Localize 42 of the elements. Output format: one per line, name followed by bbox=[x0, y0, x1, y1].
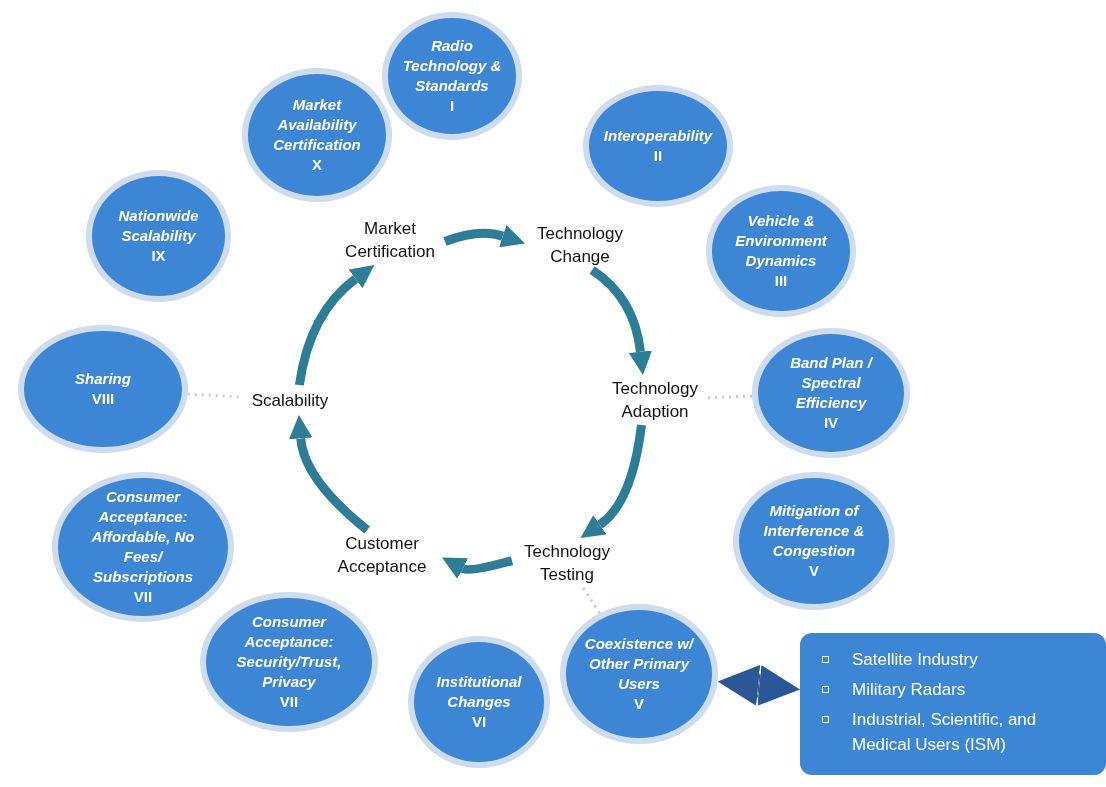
node-title: Sharing bbox=[75, 369, 131, 389]
node-title: Consumer Acceptance: Affordable, No Fees/ Subscriptions bbox=[90, 487, 196, 587]
curved-arrow bbox=[440, 556, 514, 580]
roman-numeral: X bbox=[312, 155, 322, 175]
stage-label: Customer Acceptance bbox=[336, 533, 428, 578]
node-title: Mitigation of Interference & Congestion bbox=[762, 501, 866, 561]
node-title: Institutional Changes bbox=[435, 672, 523, 712]
curved-arrow bbox=[581, 424, 646, 540]
stage-label: Market Certification bbox=[344, 218, 436, 263]
list-item: Military Radars bbox=[818, 677, 1090, 702]
node-title: Interoperability bbox=[603, 126, 713, 146]
node-title: Vehicle & Environment Dynamics bbox=[734, 211, 829, 271]
node-title: Consumer Acceptance: Security/Trust, Privacy bbox=[235, 612, 343, 692]
roman-numeral: VII bbox=[133, 587, 153, 607]
curved-arrow bbox=[443, 224, 526, 248]
node-title: Nationwide Scalability bbox=[117, 206, 200, 246]
curved-arrow bbox=[294, 264, 374, 386]
roman-numeral: II bbox=[653, 146, 663, 166]
list-box bbox=[800, 633, 1106, 775]
roman-numeral: III bbox=[774, 271, 788, 291]
curved-arrow bbox=[289, 415, 370, 534]
roman-numeral: IX bbox=[151, 246, 166, 266]
roman-numeral: IV bbox=[823, 413, 839, 433]
list-item: Satellite Industry bbox=[818, 647, 1090, 672]
stage-label: Technology Testing bbox=[523, 541, 611, 586]
roman-numeral: VI bbox=[471, 712, 487, 732]
curved-arrow bbox=[589, 266, 652, 375]
roman-numeral: VIII bbox=[91, 389, 115, 409]
roman-numeral: V bbox=[809, 561, 819, 581]
double-arrow bbox=[717, 665, 800, 706]
stage-label: Scalability bbox=[251, 389, 329, 412]
node-title: Market Availability Certification bbox=[272, 95, 362, 155]
stage-label: Technology Change bbox=[536, 223, 624, 268]
roman-numeral: VII bbox=[279, 692, 299, 712]
dotted-connector bbox=[187, 392, 241, 399]
node-title: Coexistence w/ Other Primary Users bbox=[583, 634, 696, 694]
node-title: Band Plan / Spectral Efficiency bbox=[789, 353, 874, 413]
list-item: Industrial, Scientific, and Medical Users (ISM) bbox=[818, 707, 1090, 757]
roman-numeral: V bbox=[634, 694, 644, 714]
roman-numeral: I bbox=[449, 96, 455, 116]
node-title: Radio Technology & Standards bbox=[402, 36, 502, 96]
stage-label: Technology Adaption bbox=[611, 378, 699, 423]
